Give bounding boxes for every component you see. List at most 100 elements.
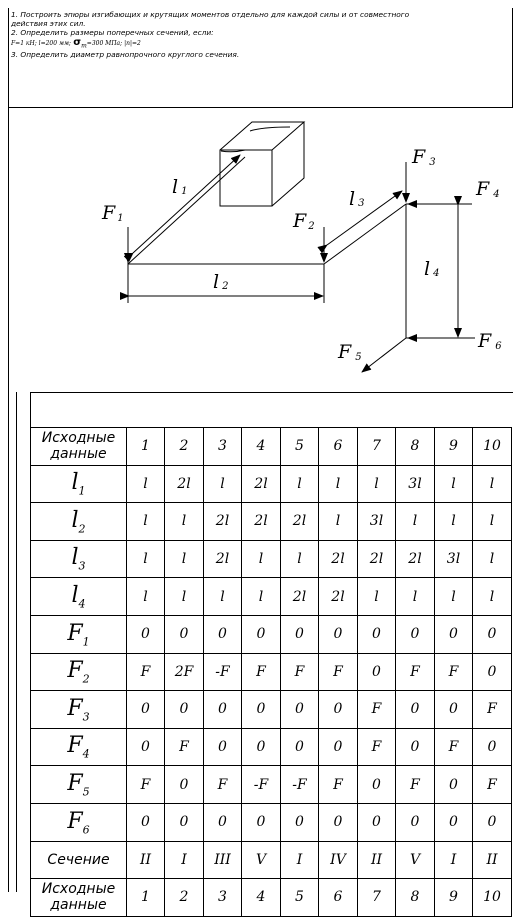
row-label-cell: l4 [30, 577, 127, 616]
value-cell: 3l [395, 464, 435, 504]
row-label-cell: F1 [30, 614, 127, 654]
value-cell: 0 [357, 802, 396, 842]
variant-number-cell: 5 [280, 427, 319, 466]
value-cell: 2l [318, 577, 358, 616]
row-label-symbol: l [71, 470, 79, 496]
value-cell: l [126, 539, 165, 579]
value-cell: 0 [318, 727, 358, 767]
value-cell: 0 [318, 690, 358, 729]
value-cell: F [126, 652, 165, 692]
row-label-subscript: 6 [82, 822, 90, 836]
sigma-symbol: σ [73, 36, 82, 48]
row-label-symbol: F [67, 733, 83, 759]
row-label-cell: l1 [30, 464, 127, 504]
beam-segment-3 [323, 203, 407, 265]
value-cell: l [126, 464, 165, 504]
value-cell: l [203, 464, 242, 504]
value-cell: -F [241, 765, 281, 804]
value-cell: l [434, 577, 473, 616]
value-cell: 0 [126, 614, 165, 654]
value-cell: 3l [434, 539, 473, 579]
value-cell: -F [203, 652, 242, 692]
variant-number-cell: 4 [241, 427, 281, 466]
value-cell: l [357, 464, 396, 504]
value-cell: 0 [395, 727, 435, 767]
task-line-1: 1. Построить эпюры изгибающих и крутящих… [11, 10, 410, 19]
value-cell: -F [280, 765, 319, 804]
value-cell: 0 [434, 765, 473, 804]
value-cell: l [434, 464, 473, 504]
value-cell: F [395, 652, 435, 692]
value-cell: l [472, 464, 512, 504]
task-line-3: 3. Определить диаметр равнопрочного круг… [11, 50, 240, 60]
value-cell: l [472, 577, 512, 616]
footer-number-cell: 10 [472, 878, 512, 917]
value-cell: 0 [203, 690, 242, 729]
row-label-symbol: F [67, 620, 83, 646]
section-cell: I [280, 840, 319, 880]
value-cell: 0 [357, 652, 396, 692]
row-label-subscript: 2 [78, 522, 86, 536]
value-cell: 0 [472, 727, 512, 767]
variant-number-cell: 8 [395, 427, 435, 466]
variant-number-cell: 3 [203, 427, 242, 466]
value-cell: 0 [164, 765, 204, 804]
value-cell: 0 [434, 802, 473, 842]
section-cell: I [164, 840, 204, 880]
value-cell: 0 [357, 765, 396, 804]
value-cell: 2l [241, 502, 281, 541]
beam-segment-1 [127, 156, 246, 265]
value-cell: F [203, 765, 242, 804]
value-cell: l [395, 502, 435, 541]
variant-number-cell: 7 [357, 427, 396, 466]
row-label-cell: F3 [30, 690, 127, 729]
value-cell: 0 [395, 802, 435, 842]
value-cell: l [241, 577, 281, 616]
value-cell: 0 [126, 690, 165, 729]
value-cell: l [357, 577, 396, 616]
value-cell: 0 [318, 614, 358, 654]
value-cell: 0 [203, 802, 242, 842]
value-cell: 0 [472, 802, 512, 842]
sheet-border-left [8, 107, 9, 892]
variant-number-cell: 6 [318, 427, 358, 466]
section-cell: V [241, 840, 281, 880]
footer-number-cell: 9 [434, 878, 473, 917]
row-label-cell: F4 [30, 727, 127, 767]
value-cell: 2F [164, 652, 204, 692]
value-cell: 2l [164, 464, 204, 504]
row-label-subscript: 3 [82, 710, 90, 724]
params-text: F=1 кН; l=200 мм; [11, 39, 71, 47]
value-cell: 2l [357, 539, 396, 579]
value-cell: 2l [280, 577, 319, 616]
variant-number-cell: 2 [164, 427, 204, 466]
row-label-subscript: 3 [78, 559, 86, 573]
value-cell: l [395, 577, 435, 616]
section-label-cell: Сечение [30, 840, 127, 880]
value-cell: 0 [280, 614, 319, 654]
variant-number-cell: 9 [434, 427, 473, 466]
footer-number-cell: 6 [318, 878, 358, 917]
value-cell: F [357, 690, 396, 729]
value-cell: l [164, 539, 204, 579]
value-cell: 0 [357, 614, 396, 654]
value-cell: 0 [164, 690, 204, 729]
row-label-symbol: F [67, 770, 83, 796]
dim-l3 [317, 190, 403, 254]
